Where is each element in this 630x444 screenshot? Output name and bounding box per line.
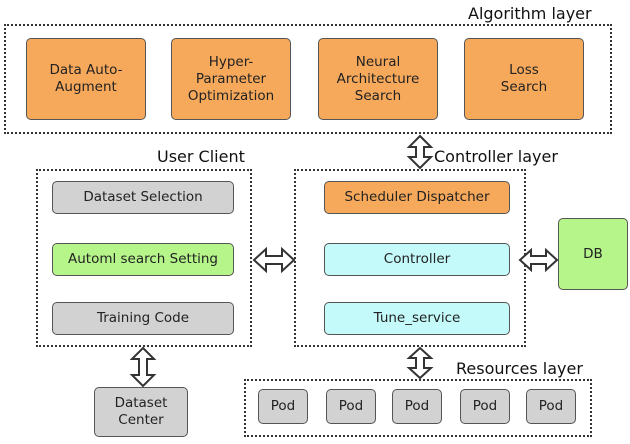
dataset-selection-box: Dataset Selection [52,181,234,214]
tune-service-box: Tune_service [324,302,510,335]
algorithm-layer-region [4,24,612,134]
data-auto-augment-box: Data Auto- Augment [26,38,146,120]
client-controller-arrow [252,246,296,274]
pod-box: Pod [526,389,576,424]
pod-box: Pod [326,389,376,424]
user-client-label: User Client [155,147,247,166]
pod-box: Pod [460,389,510,424]
algorithm-layer-label: Algorithm layer [466,4,594,23]
pod-box: Pod [258,389,308,424]
loss-search-box: Loss Search [464,38,584,120]
training-code-box: Training Code [52,302,234,335]
pod-box: Pod [392,389,442,424]
controller-layer-label: Controller layer [432,147,560,166]
db-box: DB [558,218,628,290]
controller-resources-arrow [406,346,434,380]
automl-search-setting-box: Automl search Setting [52,243,234,276]
neural-architecture-search-box: Neural Architecture Search [318,38,438,120]
algorithm-controller-arrow [406,134,434,170]
scheduler-dispatcher-box: Scheduler Dispatcher [324,181,510,214]
controller-db-arrow [518,247,559,273]
controller-box: Controller [324,243,510,276]
hyper-parameter-optimization-box: Hyper- Parameter Optimization [171,38,291,120]
client-dataset-center-arrow [129,346,157,388]
resources-layer-region [244,379,592,437]
user-client-region [36,169,252,347]
resources-layer-label: Resources layer [454,359,585,378]
dataset-center-box: Dataset Center [94,387,188,437]
